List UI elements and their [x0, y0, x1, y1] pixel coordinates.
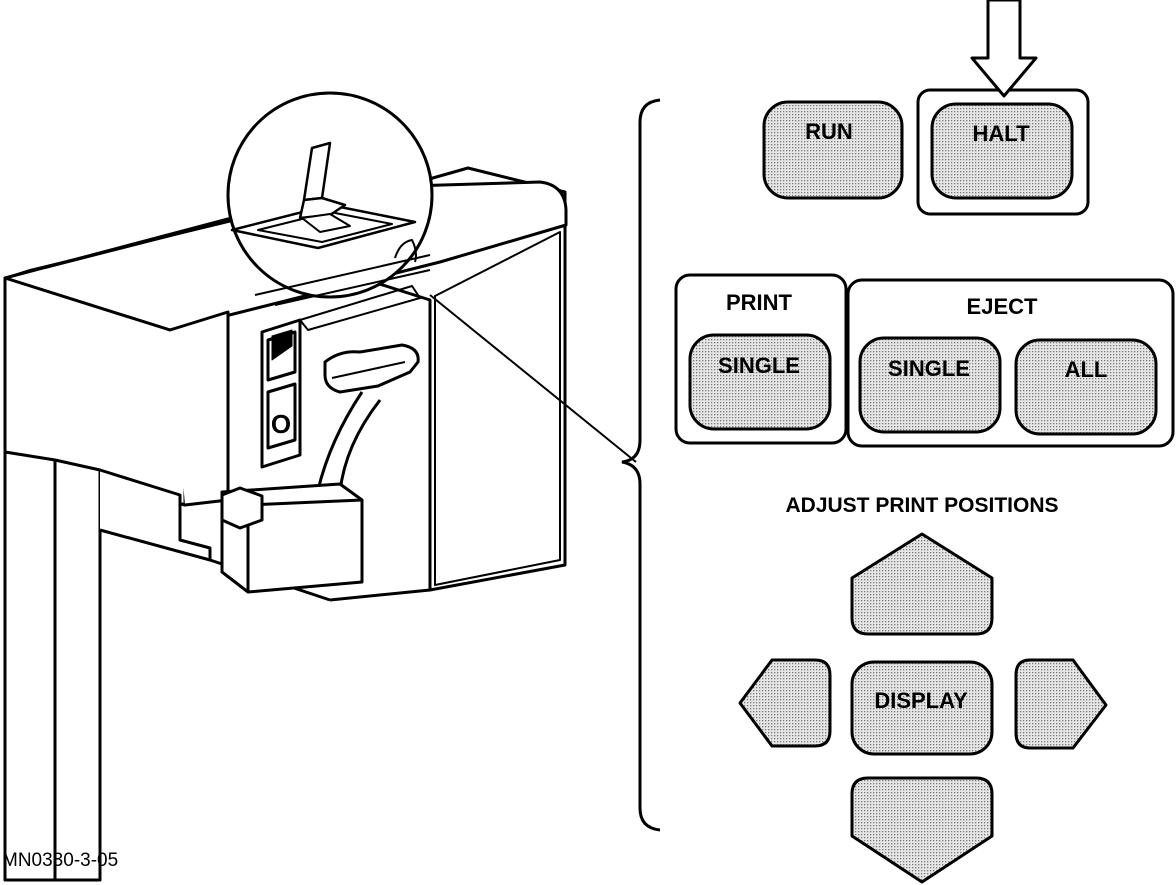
down-arrow-icon — [970, 0, 1038, 98]
eject-group-label: EJECT — [967, 294, 1038, 319]
eject-single-button[interactable]: SINGLE — [858, 336, 1002, 434]
adjust-down-button[interactable] — [850, 776, 994, 884]
power-switch-off-mark: O — [271, 409, 291, 439]
eject-all-button-label: ALL — [1065, 357, 1108, 382]
run-button-label: RUN — [805, 119, 853, 144]
printer-illustration — [3, 91, 637, 882]
run-button[interactable]: RUN — [762, 100, 904, 200]
halt-button[interactable]: HALT — [930, 102, 1074, 200]
eject-single-button-label: SINGLE — [888, 356, 970, 381]
adjust-left-button[interactable] — [738, 658, 832, 748]
halt-button-label: HALT — [972, 121, 1030, 146]
print-single-button-label: SINGLE — [718, 353, 800, 378]
print-single-button[interactable]: SINGLE — [688, 333, 832, 431]
display-button[interactable]: DISPLAY — [850, 660, 994, 756]
eject-all-button[interactable]: ALL — [1014, 338, 1158, 436]
print-group-label: PRINT — [726, 290, 793, 315]
display-button-label: DISPLAY — [874, 688, 968, 713]
adjust-up-button[interactable] — [850, 532, 994, 636]
panel-bracket — [621, 98, 661, 832]
adjust-right-button[interactable] — [1014, 658, 1108, 750]
adjust-print-positions-heading: ADJUST PRINT POSITIONS — [785, 494, 1058, 517]
figure-id: MN0330-3-05 — [2, 850, 118, 871]
